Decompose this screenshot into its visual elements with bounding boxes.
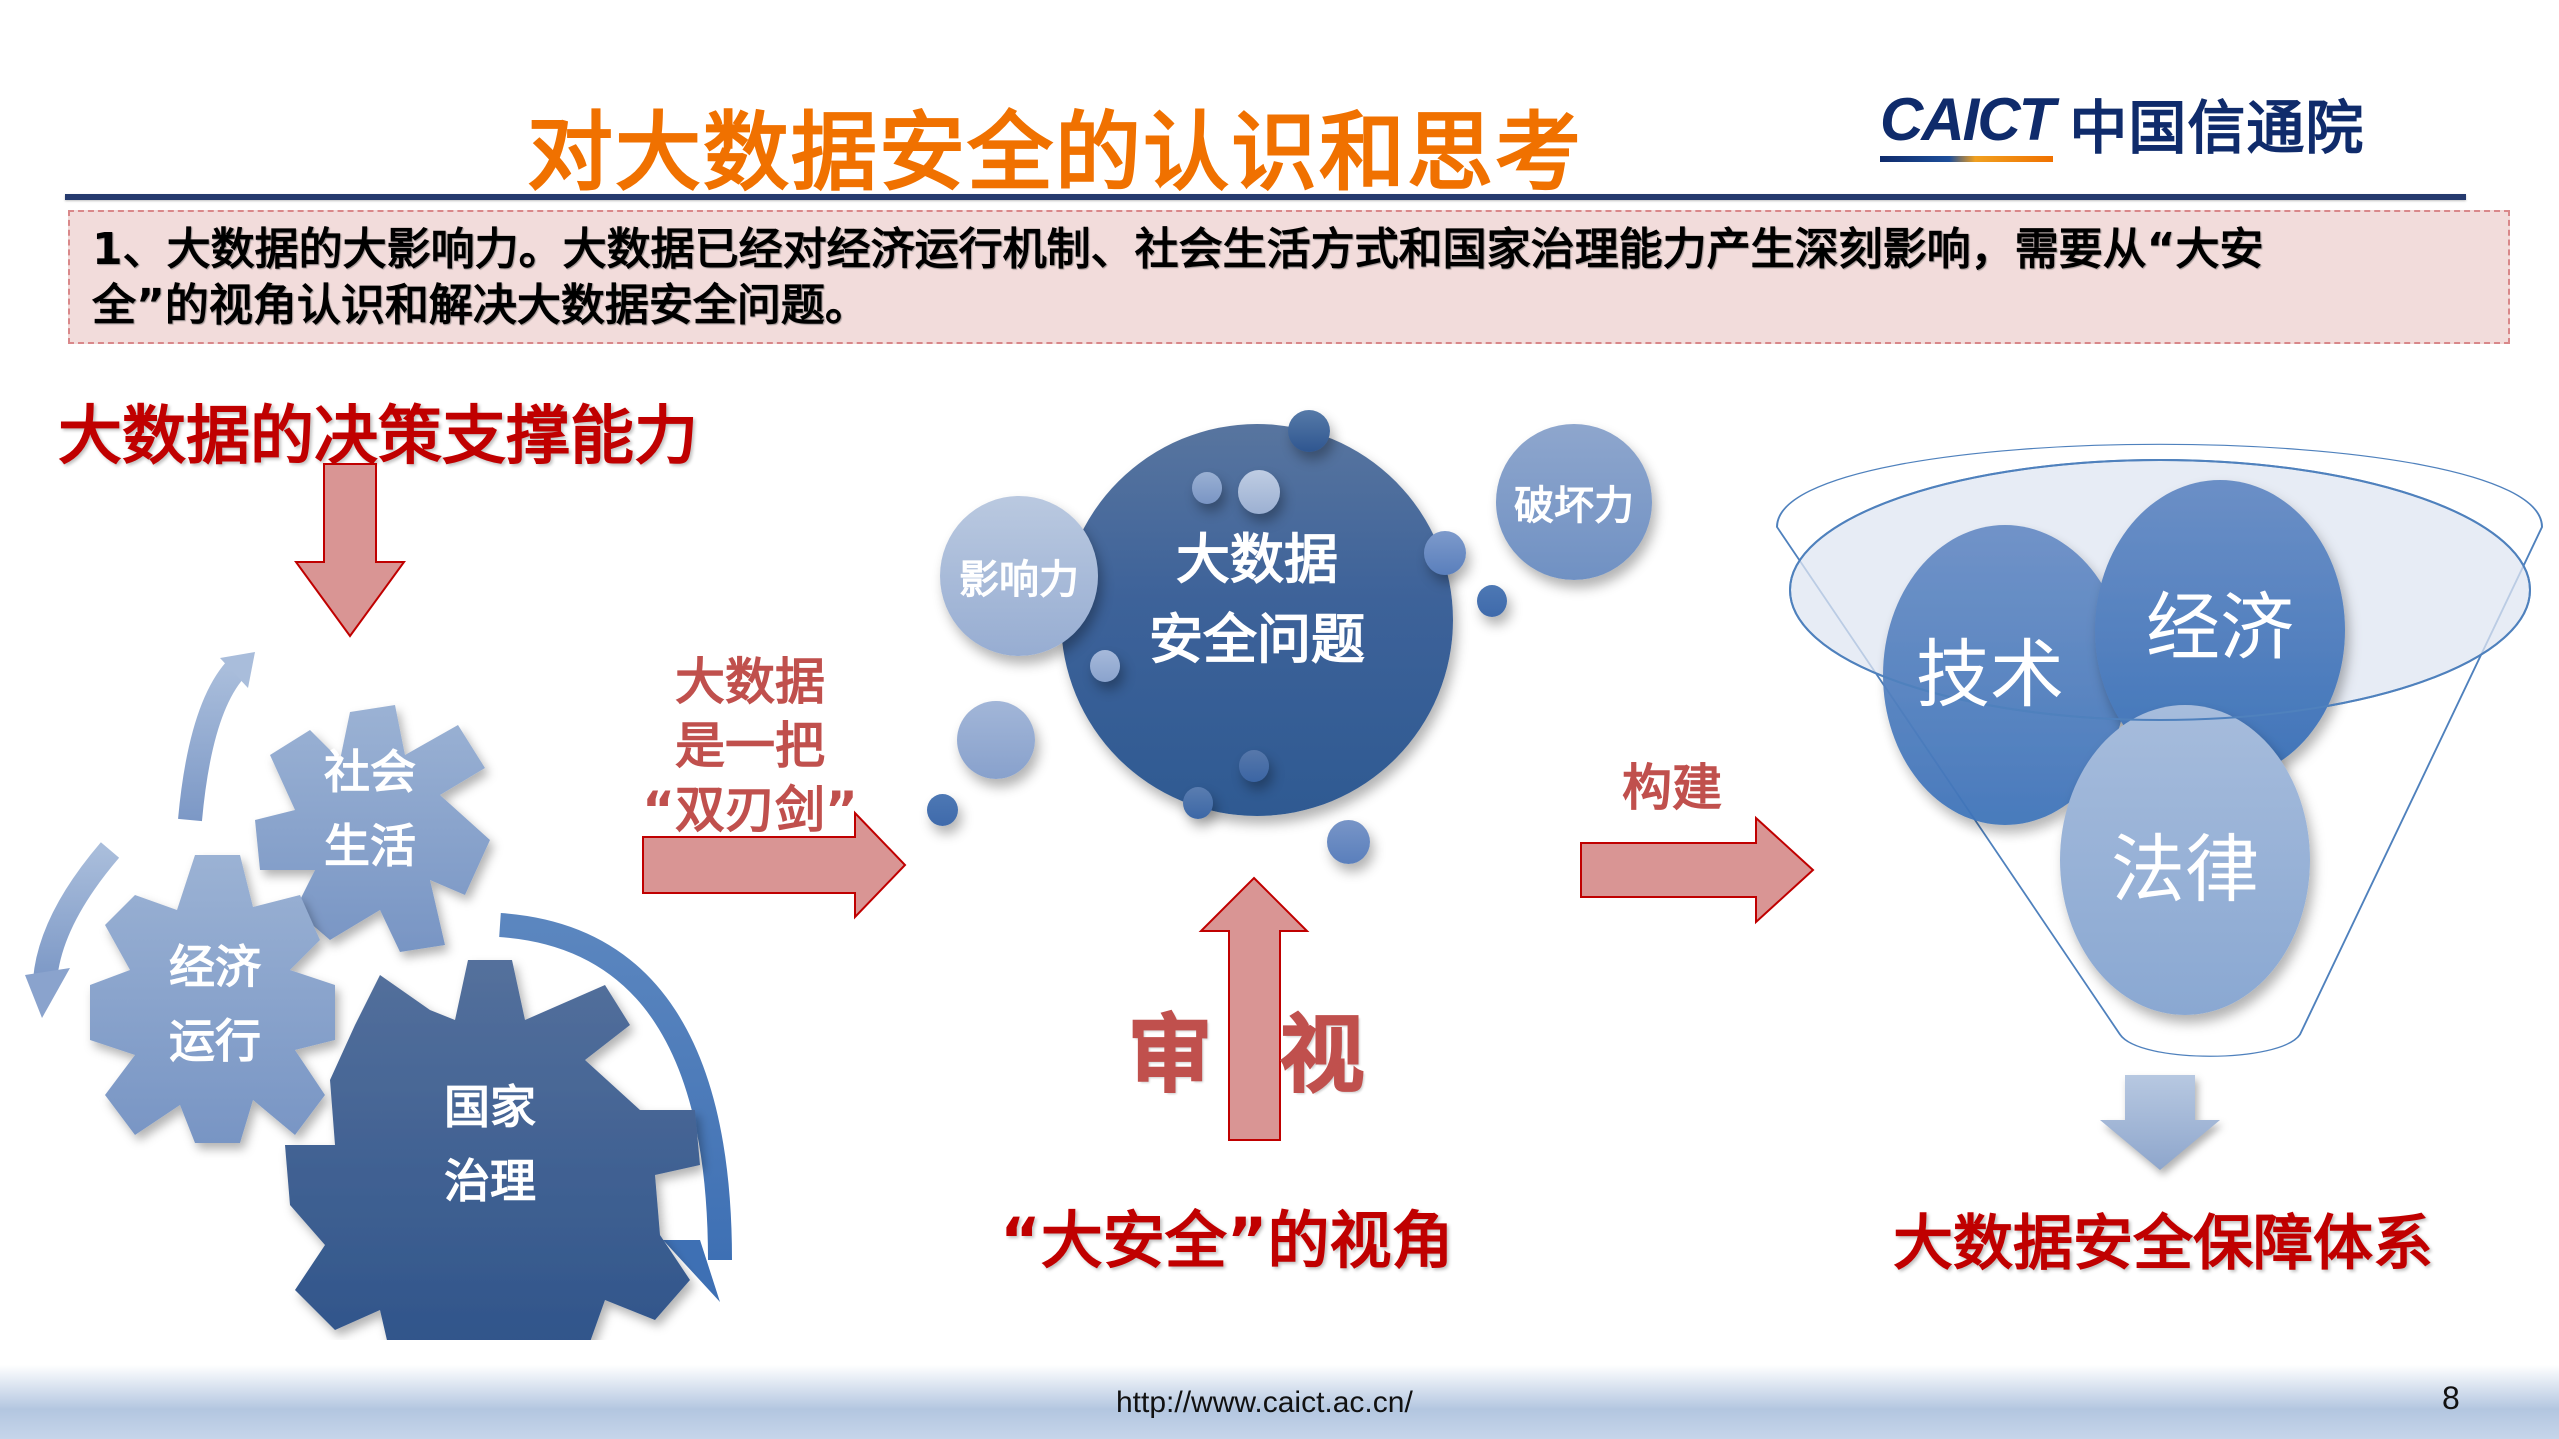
gear-label-line: 生活 bbox=[324, 819, 416, 873]
logo-chinese: 中国信通院 bbox=[2069, 94, 2365, 162]
gear-national-governance: 国家 治理 bbox=[420, 1070, 560, 1218]
intro-line-2: 全”的视角认识和解决大数据安全问题。 bbox=[92, 280, 869, 331]
gear-label-line: 治理 bbox=[444, 1154, 536, 1208]
dot bbox=[1238, 470, 1280, 514]
logo-english: CAICT bbox=[1880, 85, 2055, 162]
down-arrow-icon bbox=[294, 463, 406, 638]
economy-bubble-label: 经济 bbox=[2146, 585, 2294, 671]
footer-url[interactable]: http://www.caict.ac.cn/ bbox=[1116, 1386, 1413, 1419]
gears-diagram bbox=[25, 652, 732, 1340]
dot bbox=[957, 701, 1035, 779]
up-arrow-icon bbox=[1198, 876, 1310, 1141]
intro-textbox: 1、大数据的大影响力。大数据已经对经济运行机制、社会生活方式和国家治理能力产生深… bbox=[68, 210, 2510, 344]
page-number: 8 bbox=[2442, 1380, 2460, 1416]
decision-support-heading: 大数据的决策支撑能力 bbox=[58, 400, 698, 474]
big-security-perspective: “大安全”的视角 bbox=[1000, 1204, 1454, 1277]
gear-economic-operation: 经济 运行 bbox=[145, 930, 285, 1078]
gear-label-line: 运行 bbox=[169, 1014, 261, 1068]
dot bbox=[1477, 585, 1507, 617]
dot bbox=[1192, 472, 1222, 504]
gear-label-line: 经济 bbox=[169, 940, 261, 994]
dot bbox=[927, 794, 958, 826]
label-line: 是一把 bbox=[675, 717, 825, 775]
down-arrow-icon bbox=[2100, 1075, 2220, 1170]
header-divider bbox=[65, 194, 2466, 200]
law-bubble-label: 法律 bbox=[2111, 827, 2259, 913]
label-line: 大数据 bbox=[675, 653, 825, 711]
examine-char-left: 审 bbox=[1127, 1005, 1213, 1105]
funnel-diagram bbox=[1775, 443, 2544, 1057]
security-system-heading: 大数据安全保障体系 bbox=[1893, 1209, 2433, 1279]
dot bbox=[1288, 410, 1330, 452]
build-label: 构建 bbox=[1622, 759, 1722, 817]
slide-title: 对大数据安全的认识和思考 bbox=[527, 103, 1583, 203]
examine-char-right: 视 bbox=[1279, 1005, 1365, 1105]
destructive-bubble: 破坏力 bbox=[1496, 424, 1652, 580]
label-line: 安全问题 bbox=[1149, 608, 1365, 671]
dot bbox=[1327, 820, 1370, 864]
gear-social-life: 社会 生活 bbox=[300, 735, 440, 883]
dot bbox=[1239, 750, 1269, 782]
main-bubble-label: 大数据 安全问题 bbox=[1061, 520, 1453, 680]
gear-label-line: 社会 bbox=[324, 745, 416, 799]
gear-label-line: 国家 bbox=[444, 1080, 536, 1134]
dot bbox=[1424, 531, 1466, 575]
footer-band bbox=[0, 1365, 2559, 1439]
dot bbox=[1183, 787, 1213, 819]
dot bbox=[1090, 650, 1120, 682]
right-arrow-icon bbox=[1580, 815, 1815, 925]
intro-line-1: 1、大数据的大影响力。大数据已经对经济运行机制、社会生活方式和国家治理能力产生深… bbox=[92, 224, 2264, 275]
double-edged-sword-label: 大数据 是一把 “双刃剑” bbox=[640, 650, 860, 842]
label-line: 大数据 bbox=[1176, 528, 1338, 591]
right-arrow-icon bbox=[642, 810, 907, 920]
tech-bubble-label: 技术 bbox=[1916, 632, 2064, 718]
influence-bubble: 影响力 bbox=[940, 496, 1098, 656]
caict-logo: CAICT 中国信通院 bbox=[1880, 86, 2364, 162]
label-line: “双刃剑” bbox=[642, 781, 858, 839]
